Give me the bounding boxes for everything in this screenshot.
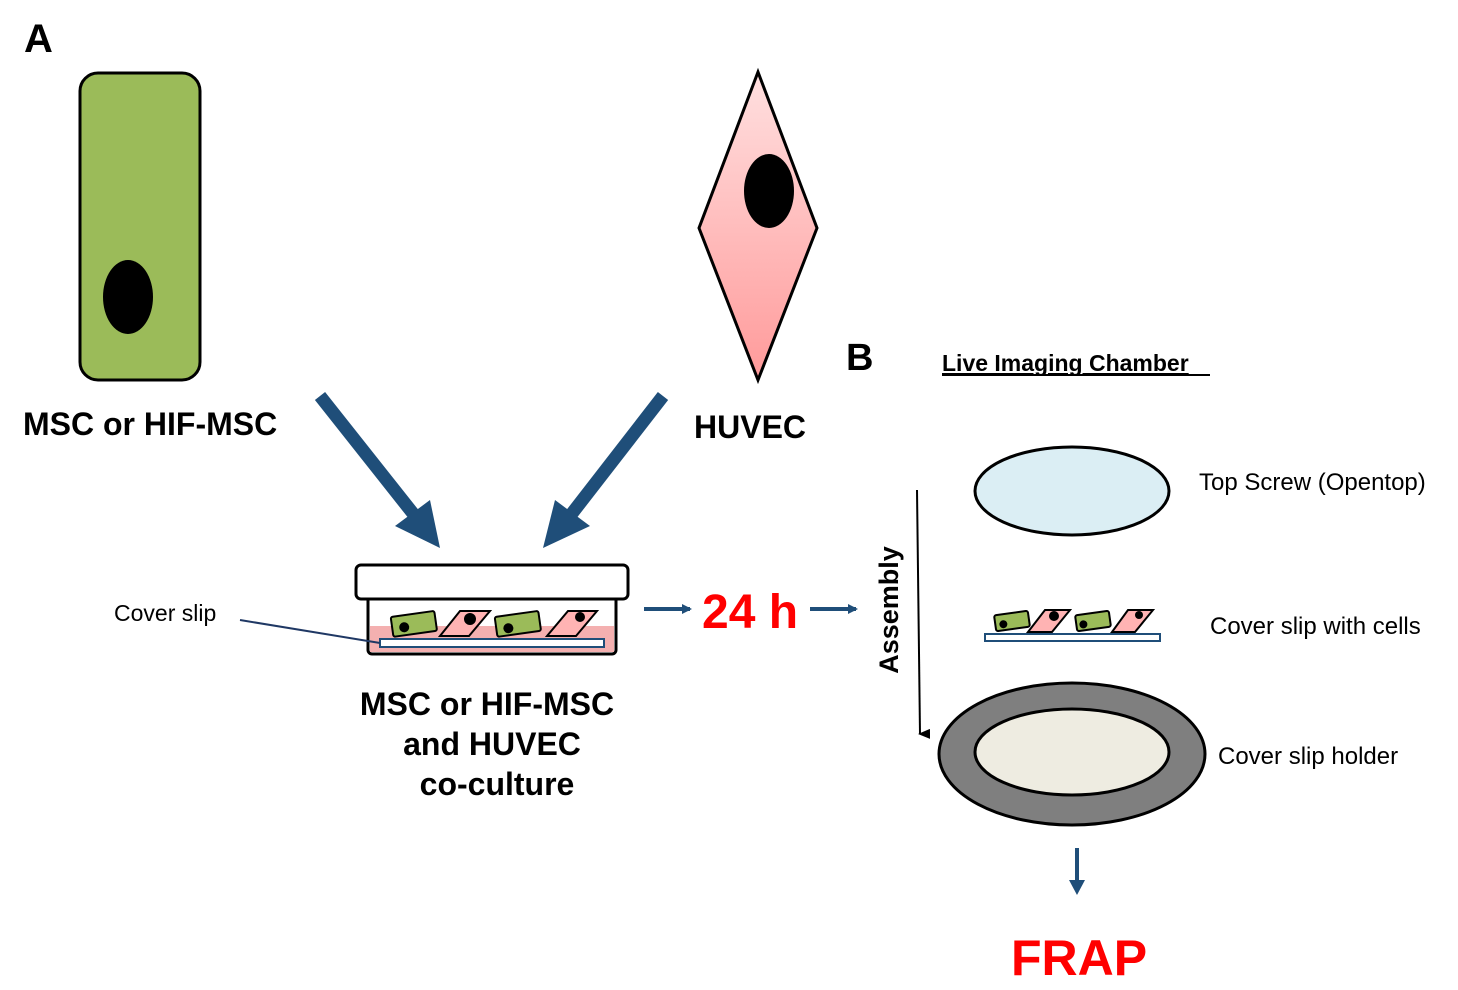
- huvec-cell: [697, 67, 819, 385]
- dish-huvec-cell-1: [437, 610, 493, 637]
- huvec-to-culture-arrow: [543, 392, 669, 548]
- cover-slip-cells-label: Cover slip with cells: [1210, 613, 1421, 640]
- coculture-line-3: co-culture: [420, 766, 575, 802]
- cover-slip-label: Cover slip: [114, 600, 216, 626]
- assembly-label: Assembly: [874, 546, 904, 674]
- assembly-arrow: [916, 489, 931, 739]
- msc-to-culture-arrow: [314, 391, 440, 548]
- frap-arrow: [1069, 848, 1085, 895]
- dish-msc-cell-2: [493, 610, 542, 638]
- dish-msc-cell-1: [389, 610, 438, 638]
- msc-cell: [78, 71, 202, 382]
- huvec-label: HUVEC: [694, 409, 806, 445]
- holder-label: Cover slip holder: [1218, 743, 1398, 770]
- panel-b-label: B: [846, 337, 873, 379]
- top-screw: [973, 445, 1171, 537]
- coculture-line-1: MSC or HIF-MSC: [360, 686, 614, 722]
- time-label: 24 h: [702, 586, 798, 639]
- dish-huvec-cell-2: [544, 610, 600, 637]
- cover-slip-holder: [937, 681, 1207, 827]
- culture-dish: [354, 563, 630, 656]
- msc-label: MSC or HIF-MSC: [23, 406, 277, 442]
- coculture-line-2: and HUVEC: [403, 726, 581, 762]
- panel-a-label: A: [24, 17, 53, 61]
- cover-slip-with-cells: [984, 609, 1161, 642]
- frap-label: FRAP: [1011, 930, 1147, 986]
- chamber-title: Live Imaging Chamber: [942, 350, 1189, 376]
- top-screw-label: Top Screw (Opentop): [1199, 469, 1426, 496]
- cover-slip-pointer: [239, 619, 381, 644]
